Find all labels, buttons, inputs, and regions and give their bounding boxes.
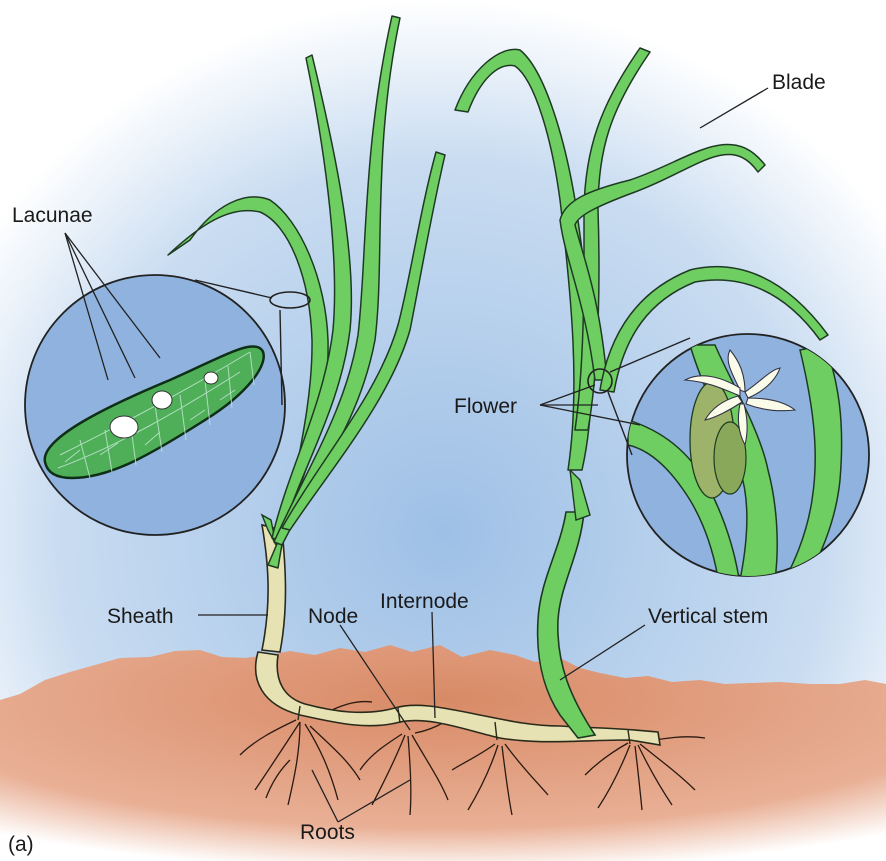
label-lacunae: Lacunae <box>12 205 93 226</box>
label-vertical-stem: Vertical stem <box>648 606 768 627</box>
label-flower: Flower <box>454 396 517 417</box>
label-internode: Internode <box>380 591 469 612</box>
label-blade: Blade <box>772 72 826 93</box>
panel-label: (a) <box>8 834 34 855</box>
label-sheath: Sheath <box>107 606 174 627</box>
label-roots: Roots <box>300 822 355 843</box>
label-node: Node <box>308 606 358 627</box>
